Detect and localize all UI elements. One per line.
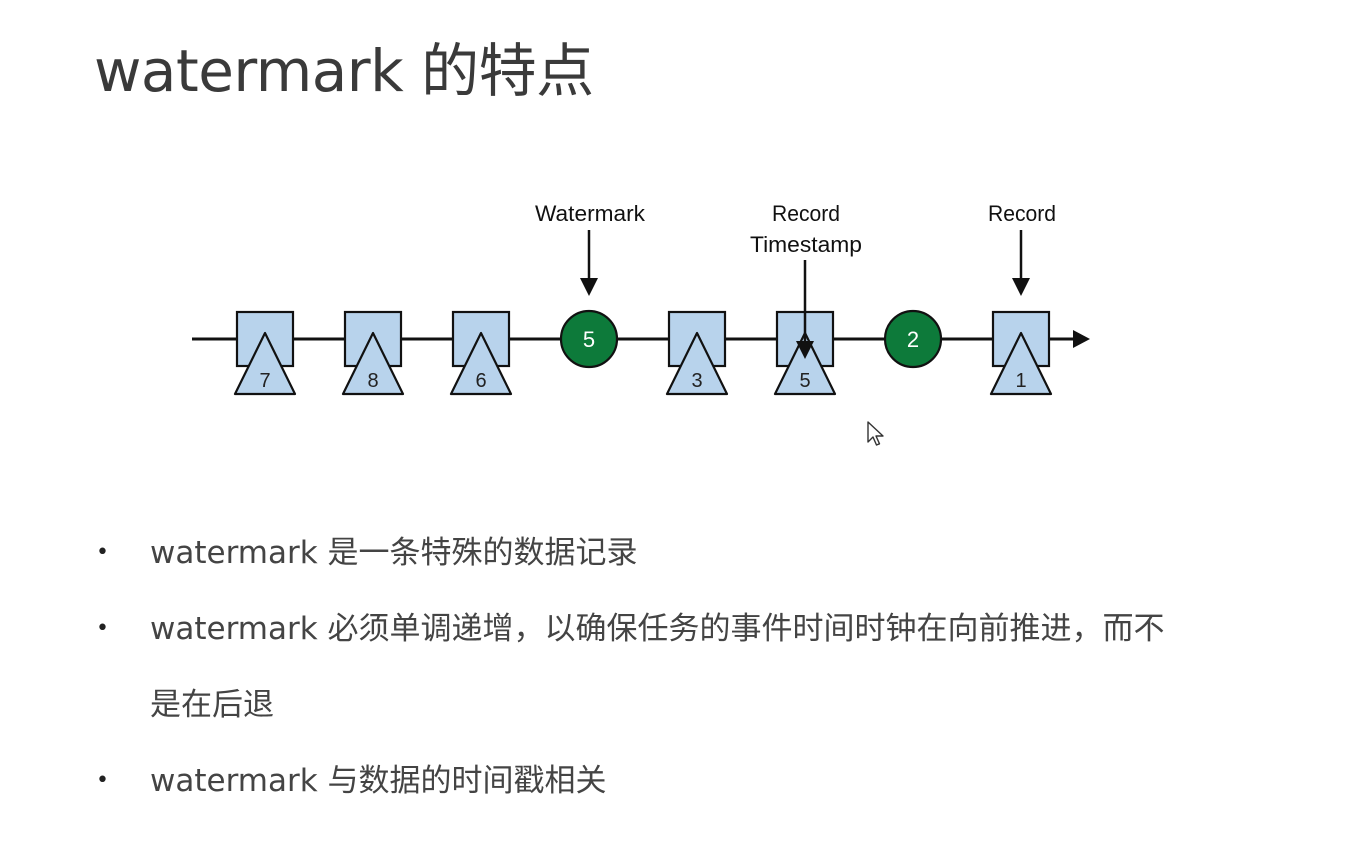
watermark-label: Watermark [535,201,646,226]
record-timestamp-value: 3 [691,370,702,392]
record-timestamp-label-line1: Record [772,201,840,226]
timestamp-triangle [773,331,837,396]
watermark-timestamp-value: 5 [583,327,595,352]
timestamp-triangle [665,331,729,396]
record-timestamp-label-line2: Timestamp [750,232,862,257]
stream-events: 7 8 6 5 3 5 2 1 [233,309,1053,396]
bullet-text-continued: 是在后退 [150,687,274,723]
watermark-circle [559,309,619,369]
record-event: 8 [341,310,405,396]
watermark-circle [883,309,943,369]
watermark-event: 5 [559,309,619,369]
record-timestamp-value: 8 [367,370,378,392]
watermark-timestamp-value: 2 [907,327,919,352]
bullet-text: watermark 必须单调递增，以确保任务的事件时间时钟在向前推进，而不 [150,611,1165,647]
stream-axis-arrowhead [1073,330,1090,348]
mouse-cursor-icon [867,421,884,446]
bullet-text: watermark 与数据的时间戳相关 [150,763,607,799]
timestamp-triangle [449,331,513,396]
bullet-marker: • [96,616,109,641]
watermark-pointer-arrowhead [580,278,598,296]
bullet-marker: • [96,768,109,793]
bullet-text: watermark 是一条特殊的数据记录 [150,535,638,571]
record-event: 6 [449,310,513,396]
watermark-stream-diagram: 7 8 6 5 3 5 2 1 Watermark Record Timestamp Reco… [192,201,1090,396]
bullet-list: • watermark 是一条特殊的数据记录 • watermark 必须单调递… [92,515,1322,819]
watermark-event: 2 [883,309,943,369]
record-event: 7 [233,310,297,396]
timestamp-triangle [233,331,297,396]
page-title: watermark 的特点 [94,37,594,105]
record-timestamp-value: 7 [259,370,270,392]
record-timestamp-value: 6 [475,370,486,392]
record-label: Record [988,201,1056,226]
bullet-item-2: • watermark 必须单调递增，以确保任务的事件时间时钟在向前推进，而不 … [92,591,1322,743]
bullet-item-3: • watermark 与数据的时间戳相关 [92,743,1322,819]
record-event: 3 [665,310,729,396]
record-pointer-arrowhead [1012,278,1030,296]
timestamp-triangle [989,331,1053,396]
record-timestamp-value: 1 [1015,370,1026,392]
timestamp-triangle [341,331,405,396]
bullet-item-1: • watermark 是一条特殊的数据记录 [92,515,1322,591]
bullet-marker: • [96,540,109,565]
record-event: 1 [989,310,1053,396]
record-timestamp-value: 5 [799,370,810,392]
record-timestamp-pointer-arrowhead [796,341,814,359]
